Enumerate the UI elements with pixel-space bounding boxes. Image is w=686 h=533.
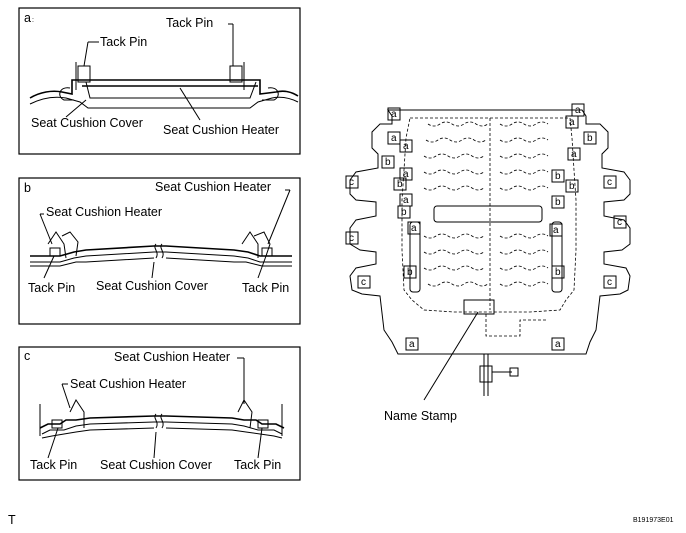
panel-c-frame xyxy=(18,346,301,481)
seat-frame-outline xyxy=(349,109,631,355)
tag-b-7: b xyxy=(401,207,407,218)
tag-a-1: a xyxy=(391,109,397,120)
tag-b-4: b xyxy=(397,179,403,190)
panel-a-heater-label: Seat Cushion Heater xyxy=(163,123,279,137)
panel-a-tack-pin-left: Tack Pin xyxy=(100,35,147,49)
name-stamp-label: Name Stamp xyxy=(384,409,457,423)
tag-a-8: a xyxy=(403,195,409,206)
footer-left-mark: T xyxy=(8,513,16,527)
panel-b-letter: b xyxy=(24,181,31,195)
tag-a-2: a xyxy=(575,105,581,116)
seat-heater-plan: Name Stamp a a a a a b b a a b b b a b b… xyxy=(345,103,631,423)
tag-c-6: c xyxy=(607,277,612,288)
panel-c-tack-pin-left: Tack Pin xyxy=(30,458,77,472)
tag-a-7: a xyxy=(403,169,409,180)
panel-c-heater-left: Seat Cushion Heater xyxy=(70,377,186,391)
panel-b-heater-right: Seat Cushion Heater xyxy=(155,180,271,194)
tag-a-4: a xyxy=(569,117,575,128)
tag-c-5: c xyxy=(361,277,366,288)
tag-a-9: a xyxy=(411,223,417,234)
panel-b-tack-pin-right: Tack Pin xyxy=(242,281,289,295)
tag-a-5: a xyxy=(403,141,409,152)
tag-b-8: b xyxy=(407,267,413,278)
seat-tags: a a a a a b b a a b b b a b b a a b b c … xyxy=(345,103,627,351)
tag-b-9: b xyxy=(555,267,561,278)
figure-code: B191973E01 xyxy=(633,517,674,524)
connector-plug xyxy=(509,367,519,377)
panel-a-letter: a xyxy=(24,11,31,25)
tag-c-1: c xyxy=(349,177,354,188)
panel-c-heater-right: Seat Cushion Heater xyxy=(114,350,230,364)
connector xyxy=(479,365,493,383)
center-slot xyxy=(433,205,543,223)
panel-a-cover-label: Seat Cushion Cover xyxy=(31,116,143,130)
tag-b-3: b xyxy=(555,171,561,182)
panel-a-tack-pin-top: Tack Pin xyxy=(166,16,213,30)
panel-c-letter: c xyxy=(24,349,30,363)
tag-b-2: b xyxy=(385,157,391,168)
panel-c: c Seat Cushion Heater Seat Cushion Heate… xyxy=(18,346,301,481)
tag-c-3: c xyxy=(349,233,354,244)
tag-c-2: c xyxy=(607,177,612,188)
tag-b-6: b xyxy=(555,197,561,208)
tag-a-3: a xyxy=(391,133,397,144)
heater-wire-pattern xyxy=(423,118,549,310)
svg-text::: : xyxy=(32,17,34,24)
panel-b-frame xyxy=(18,177,301,325)
tag-a-10: a xyxy=(553,225,559,236)
tag-b-5: b xyxy=(569,181,575,192)
tag-a-11: a xyxy=(409,339,415,350)
panel-b-heater-left: Seat Cushion Heater xyxy=(46,205,162,219)
tag-a-6: a xyxy=(571,149,577,160)
name-stamp-box xyxy=(463,299,495,315)
panel-c-section xyxy=(39,399,285,439)
panel-b-cover-label: Seat Cushion Cover xyxy=(96,279,208,293)
right-slot xyxy=(551,221,563,293)
panel-b: b Seat Cushion Heater Seat Cushion Heate… xyxy=(18,177,301,325)
tag-b-1: b xyxy=(587,133,593,144)
tag-c-4: c xyxy=(617,217,622,228)
panel-c-tack-pin-right: Tack Pin xyxy=(234,458,281,472)
panel-b-tack-pin-left: Tack Pin xyxy=(28,281,75,295)
tag-a-12: a xyxy=(555,339,561,350)
panel-b-section xyxy=(30,231,292,267)
panel-a: a : Tack Pin Tack Pin Seat Cushion Cover… xyxy=(18,7,301,155)
panel-c-cover-label: Seat Cushion Cover xyxy=(100,458,212,472)
panel-a-frame xyxy=(18,7,301,155)
